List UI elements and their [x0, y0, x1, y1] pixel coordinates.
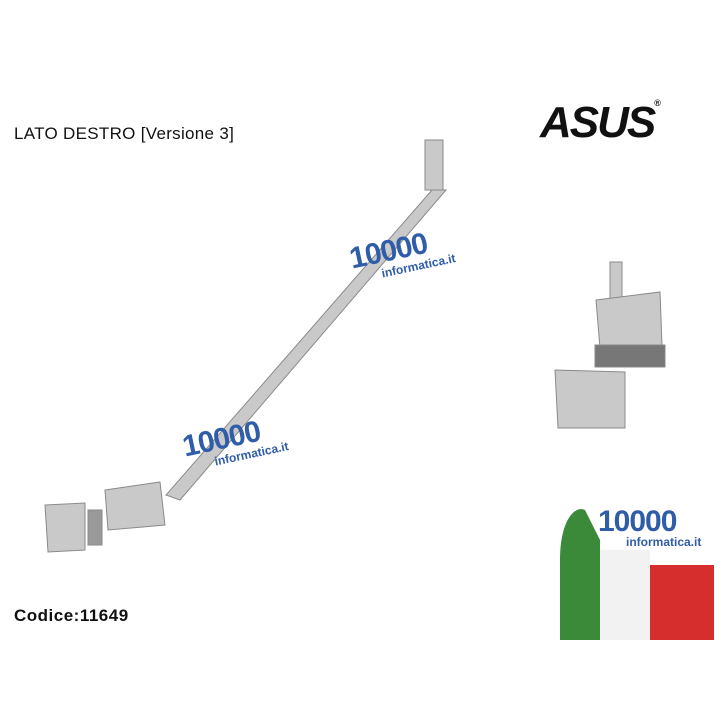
- product-title: LATO DESTRO [Versione 3]: [14, 124, 235, 143]
- asus-logo: ASUS®: [540, 98, 661, 147]
- italy-thumb-badge: [560, 509, 714, 640]
- hinge-detail: [554, 261, 666, 429]
- long-hinge: [44, 139, 448, 553]
- product-code: Codice:11649: [14, 606, 129, 625]
